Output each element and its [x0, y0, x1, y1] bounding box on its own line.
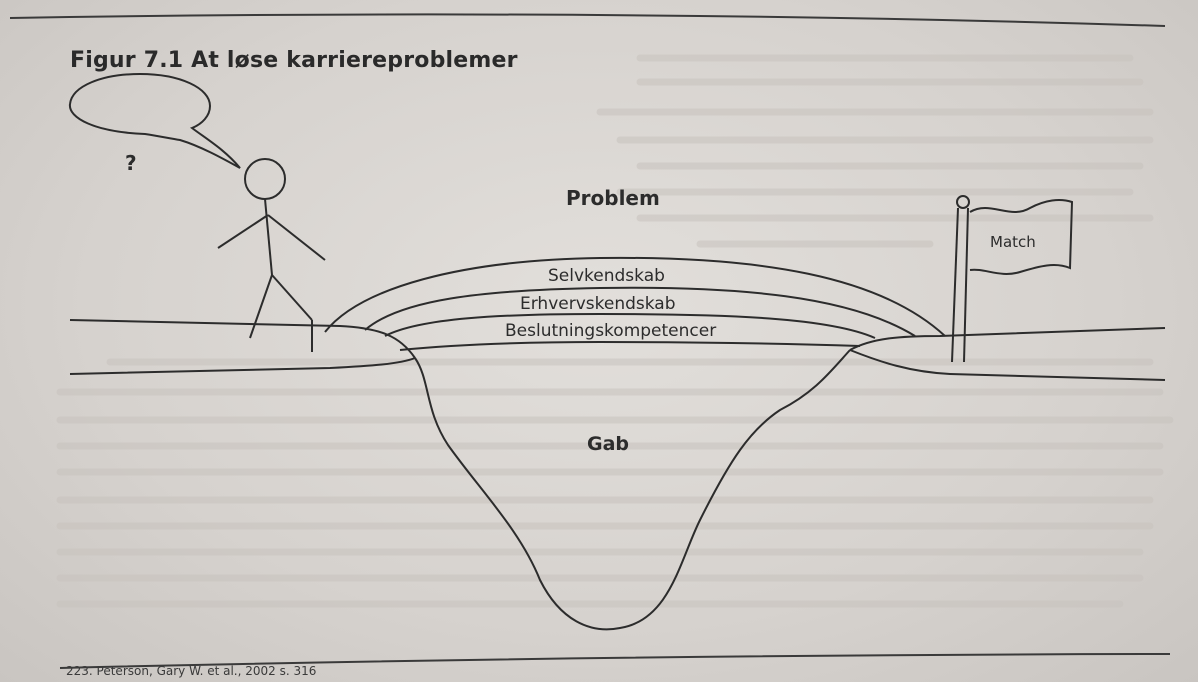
flag [951, 195, 1074, 363]
bridge-arc-1 [324, 256, 946, 337]
gap-chasm [414, 349, 851, 631]
problem-label: Problem [566, 186, 660, 210]
question-mark: ? [125, 151, 137, 175]
thought-bubble [68, 72, 241, 169]
top-rule [9, 13, 1166, 27]
flag-cloth [969, 199, 1074, 275]
bridge-layer-selvkendskab: Selvkendskab [548, 266, 665, 286]
bridge [324, 256, 946, 351]
bridge-layer-beslutningskompetencer: Beslutningskompetencer [505, 321, 716, 341]
bridge-layer-erhvervskendskab: Erhvervskendskab [520, 294, 676, 314]
ground-left-top [69, 319, 416, 359]
bridge-arc-3 [384, 312, 876, 339]
bottom-rule [59, 653, 1171, 669]
ground-left-bottom [69, 357, 416, 375]
stick-figure-head [244, 158, 286, 200]
flag-pole-top [956, 195, 970, 209]
flag-pole-right [963, 207, 969, 363]
ground-right-bottom [849, 349, 1166, 381]
ground-right-top [849, 327, 1166, 351]
bridge-arc-4 [399, 340, 861, 351]
bridge-arc-2 [364, 286, 916, 337]
flag-label-match: Match [990, 233, 1036, 251]
footnote: 223. Peterson, Gary W. et al., 2002 s. 3… [66, 664, 317, 678]
gap-label: Gab [587, 433, 629, 455]
figure-title: Figur 7.1 At løse karriereproblemer [70, 48, 518, 73]
flag-pole-left [951, 207, 959, 363]
